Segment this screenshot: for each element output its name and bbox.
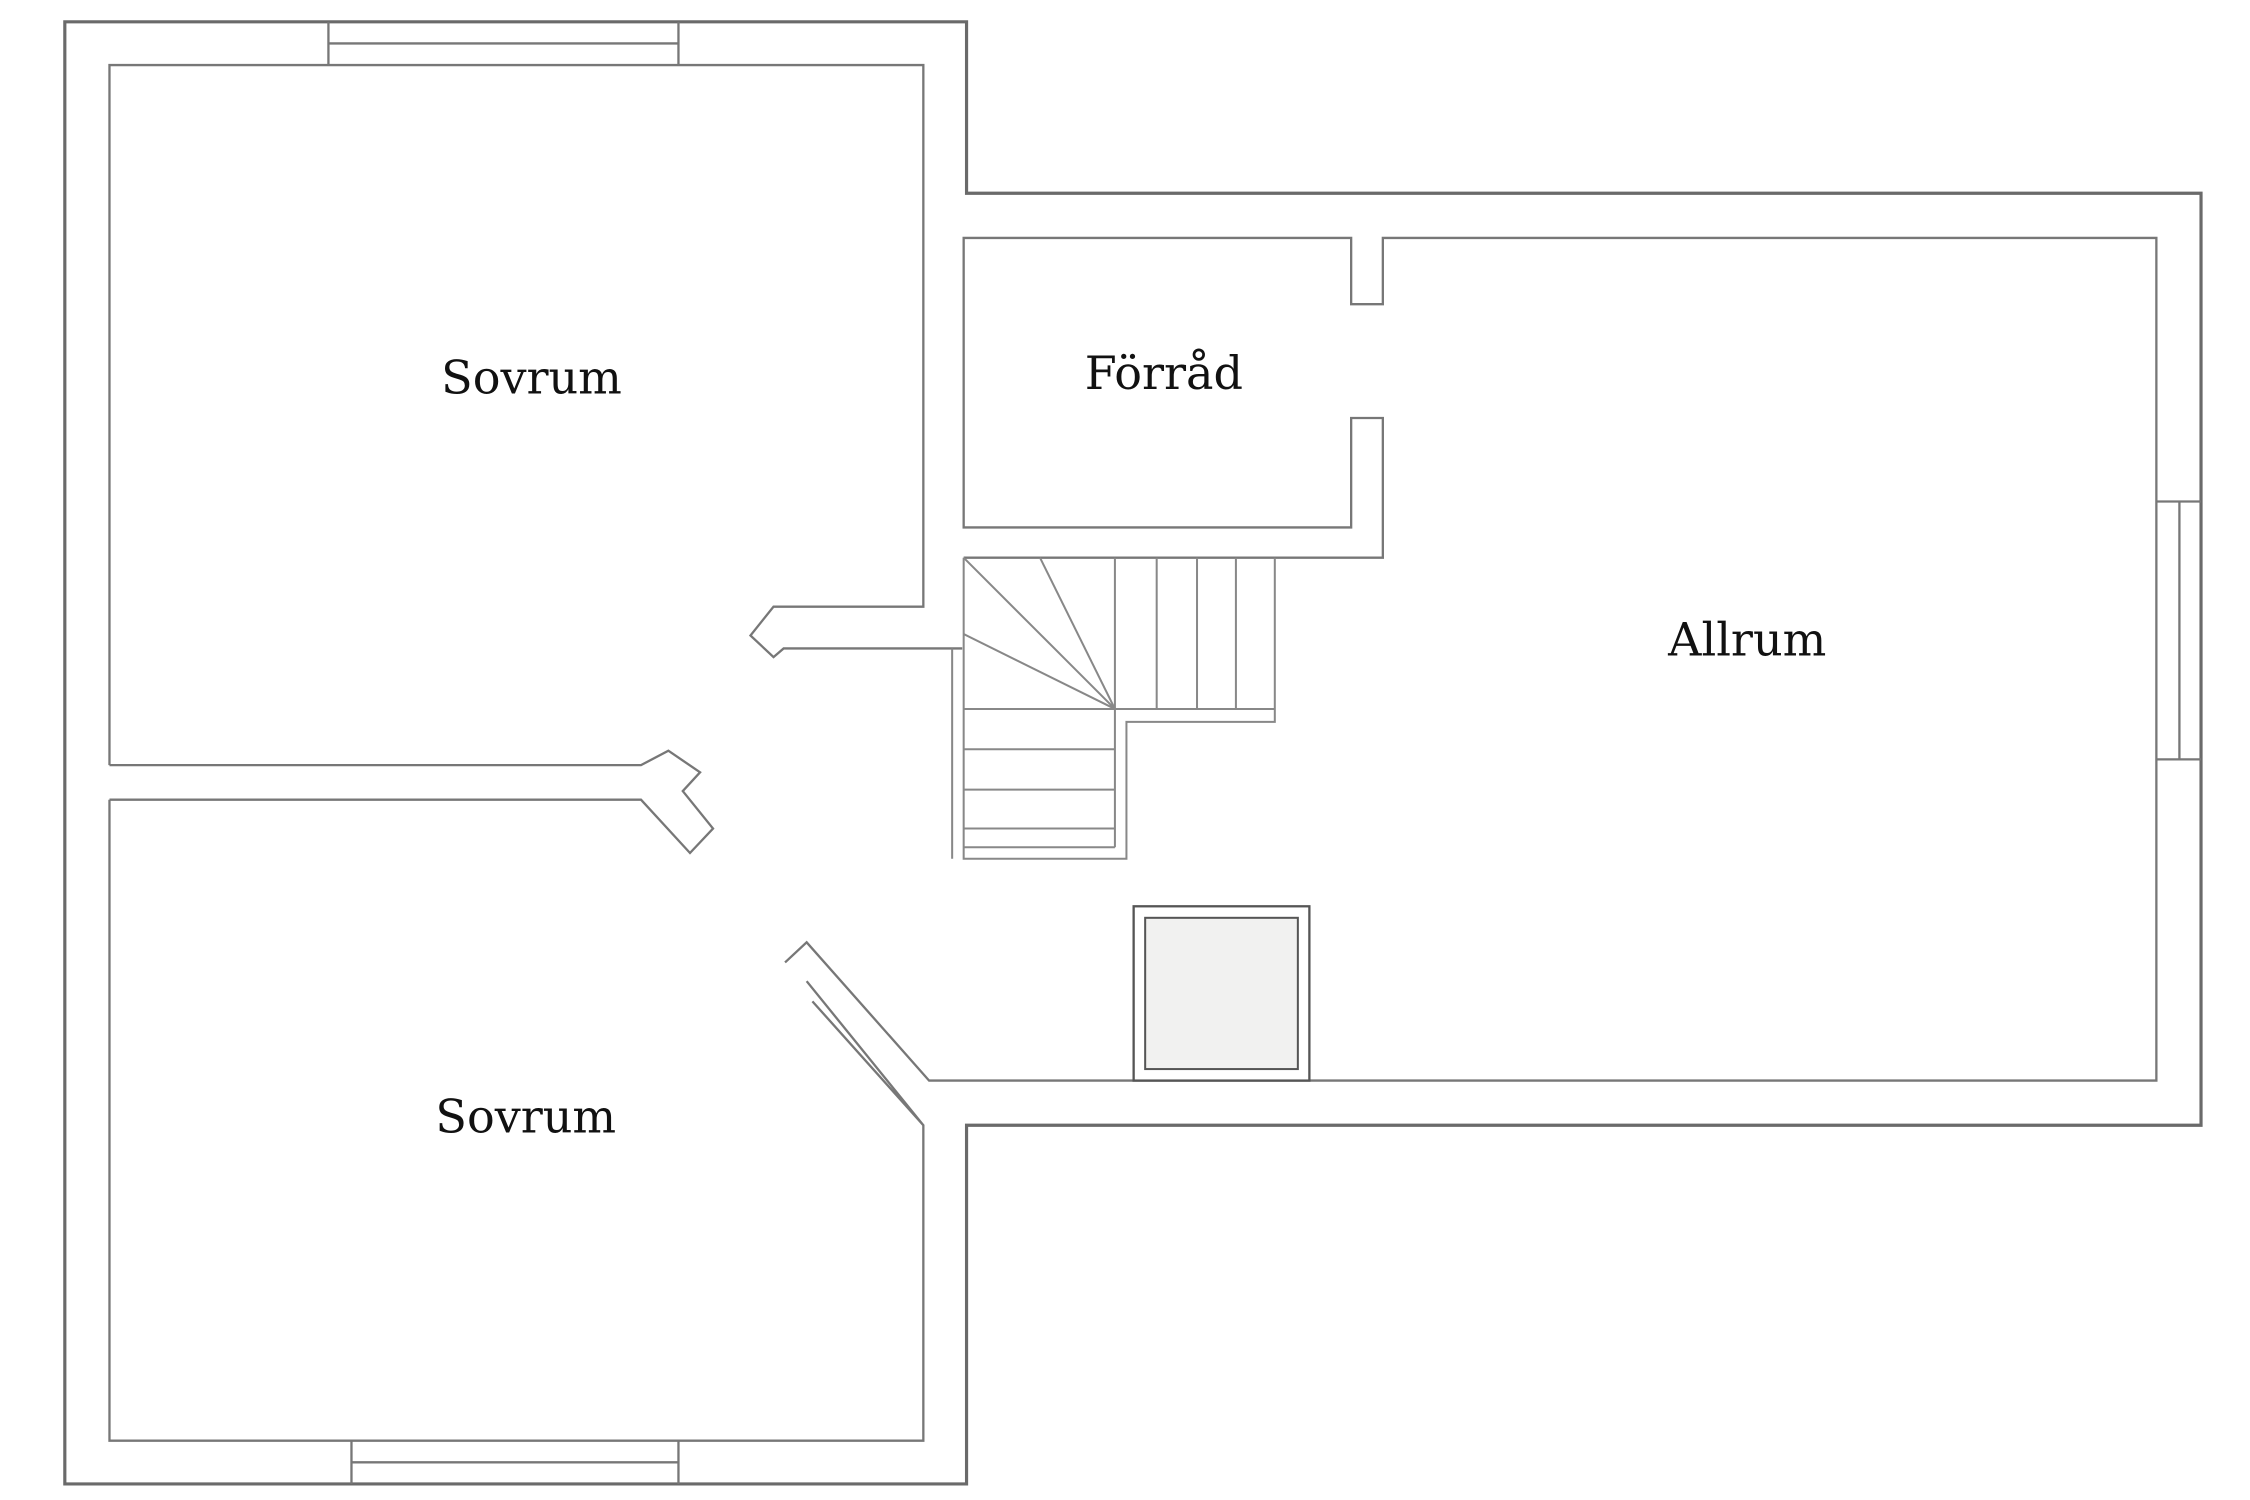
- room-label-sovrum-bottom: Sovrum: [435, 1089, 616, 1143]
- exterior-wall-outline: [63, 20, 2203, 1486]
- window-top: [327, 21, 680, 66]
- sovrum-top-walls: [108, 63, 963, 766]
- room-label-allrum: Allrum: [1667, 613, 1826, 667]
- window-right: [2156, 500, 2202, 761]
- diagonal-wall-bottom: [784, 236, 2158, 1082]
- staircase: [951, 556, 1276, 860]
- room-label-sovrum-top: Sovrum: [441, 350, 622, 404]
- sovrum-bottom-walls: [108, 799, 925, 1442]
- room-label-forrad: Förråd: [1085, 346, 1243, 400]
- chimney-inner: [1144, 916, 1299, 1071]
- bedroom-partition-wall: [109, 749, 715, 855]
- window-bottom: [350, 1440, 680, 1484]
